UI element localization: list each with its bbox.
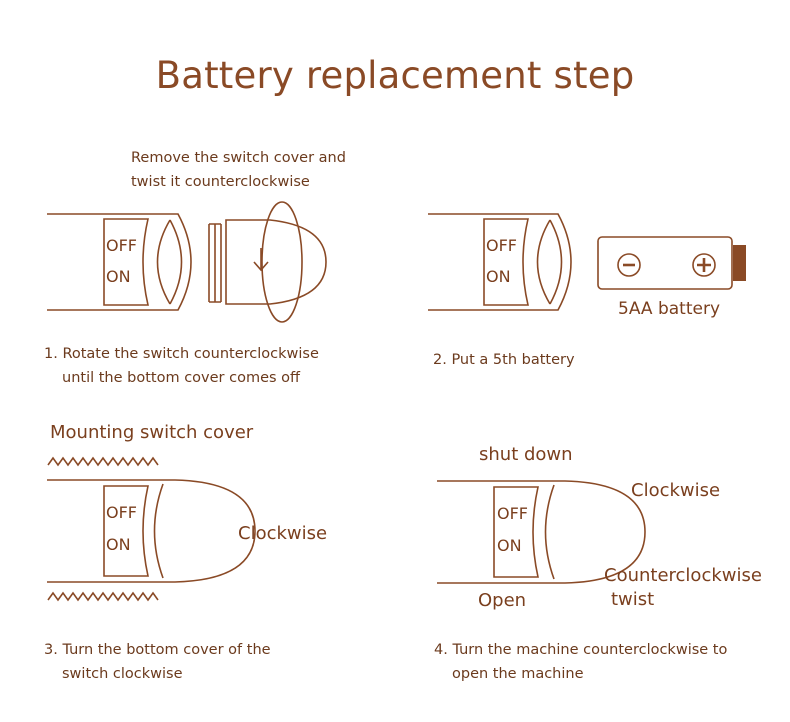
step1-switch-cover — [208, 219, 327, 305]
step1-caption-line1: 1. Rotate the switch counterclockwise — [44, 346, 319, 362]
step3-caption-line1: 3. Turn the bottom cover of the — [44, 642, 271, 658]
step1-on-label: ON — [106, 267, 131, 286]
step4-open-label: Open — [478, 590, 527, 611]
page-title: Battery replacement step — [155, 54, 635, 97]
step1-off-label: OFF — [106, 236, 137, 255]
step2-off-label: OFF — [486, 236, 517, 255]
step3-on-label: ON — [106, 535, 131, 554]
step4-twist-label: twist — [611, 589, 655, 610]
step4-device-body — [437, 480, 646, 584]
step1-instruction-line1: Remove the switch cover and — [131, 150, 346, 166]
step4-clockwise-label: Clockwise — [631, 480, 721, 501]
step3-zigzag-bottom — [47, 591, 159, 602]
step4-off-label: OFF — [497, 504, 528, 523]
step4-on-label: ON — [497, 536, 522, 555]
rotation-arrow-icon — [253, 201, 303, 323]
battery-label: 5AA battery — [618, 299, 720, 319]
battery-icon — [597, 236, 746, 290]
step3-device-body — [47, 479, 256, 583]
step3-direction-label: Clockwise — [238, 523, 328, 544]
step1-device-body — [47, 213, 192, 311]
step2-on-label: ON — [486, 267, 511, 286]
step4-caption-line1: 4. Turn the machine counterclockwise to — [434, 642, 728, 658]
step1-instruction-line2: twist it counterclockwise — [131, 174, 310, 190]
step2-device-body — [428, 213, 572, 311]
step3-off-label: OFF — [106, 503, 137, 522]
step3-caption-line2: switch clockwise — [62, 666, 183, 682]
step4-caption-line2: open the machine — [452, 666, 584, 682]
step4-shut-down-label: shut down — [479, 444, 573, 465]
step2-caption-line1: 2. Put a 5th battery — [433, 352, 575, 368]
step4-counterclockwise-label: Counterclockwise — [604, 565, 762, 586]
step3-heading: Mounting switch cover — [50, 422, 254, 443]
step1-caption-line2: until the bottom cover comes off — [62, 370, 301, 386]
step3-zigzag-top — [47, 456, 159, 467]
